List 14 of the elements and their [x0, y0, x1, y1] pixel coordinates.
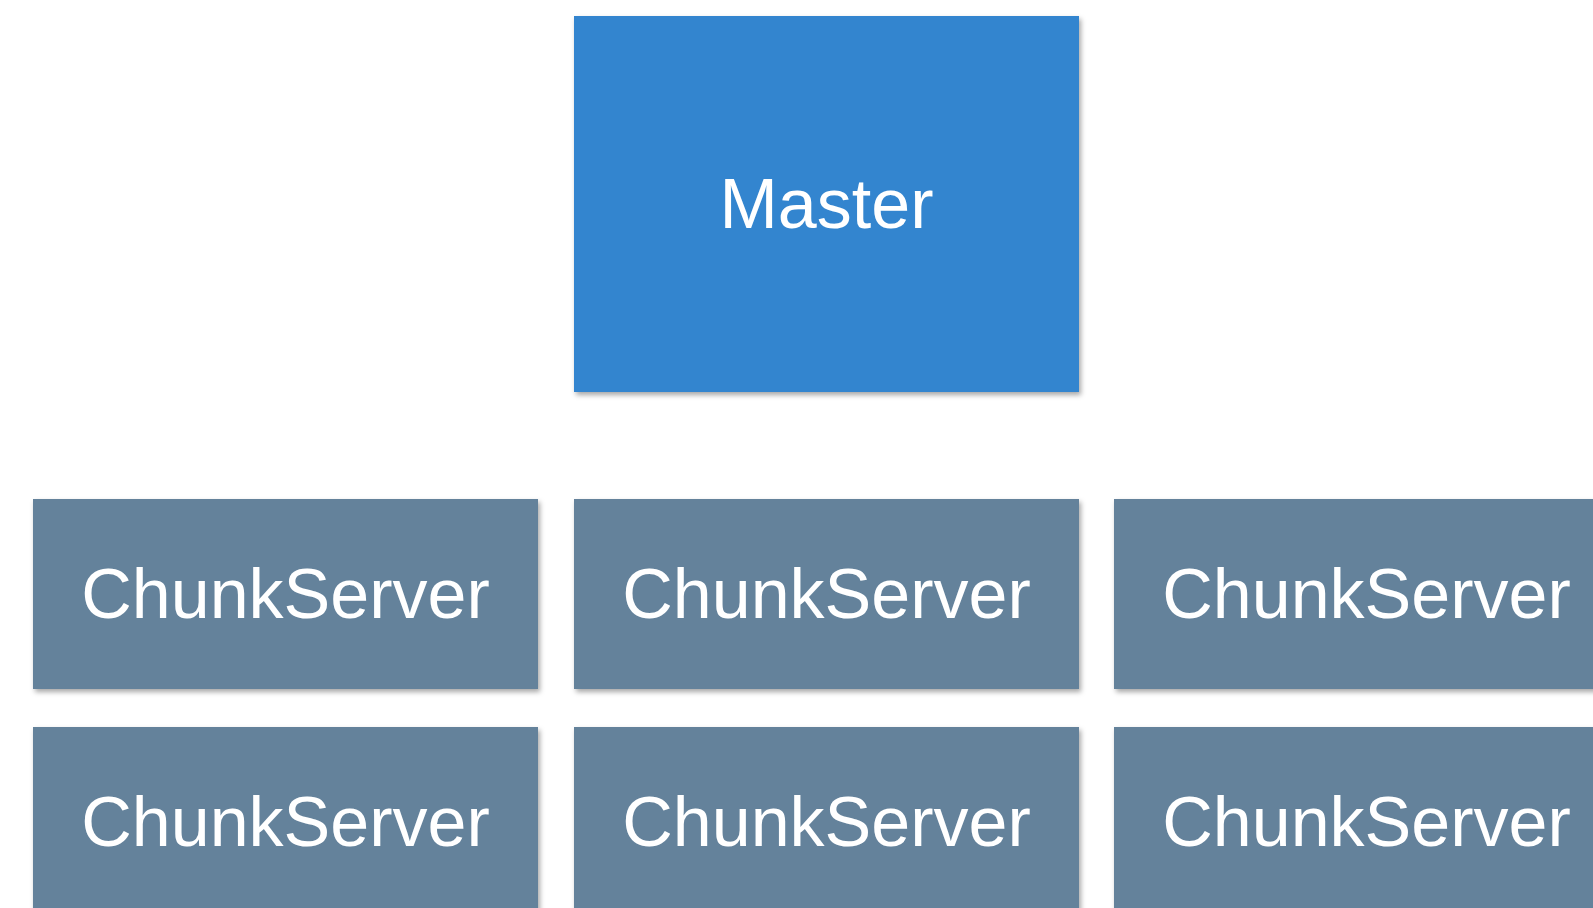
box-label: ChunkServer — [622, 554, 1031, 634]
server-box — [1114, 727, 1593, 908]
box-label: ChunkServer — [1162, 554, 1571, 634]
server-box — [33, 499, 538, 689]
server-box — [33, 727, 538, 908]
box-label: ChunkServer — [81, 554, 490, 634]
server-box — [574, 499, 1079, 689]
server-box — [574, 727, 1079, 908]
box-label: Master — [719, 164, 934, 244]
box-label: ChunkServer — [1162, 782, 1571, 862]
box-label: ChunkServer — [81, 782, 490, 862]
master-box — [574, 16, 1079, 392]
box-label: ChunkServer — [622, 782, 1031, 862]
server-box — [1114, 499, 1593, 689]
